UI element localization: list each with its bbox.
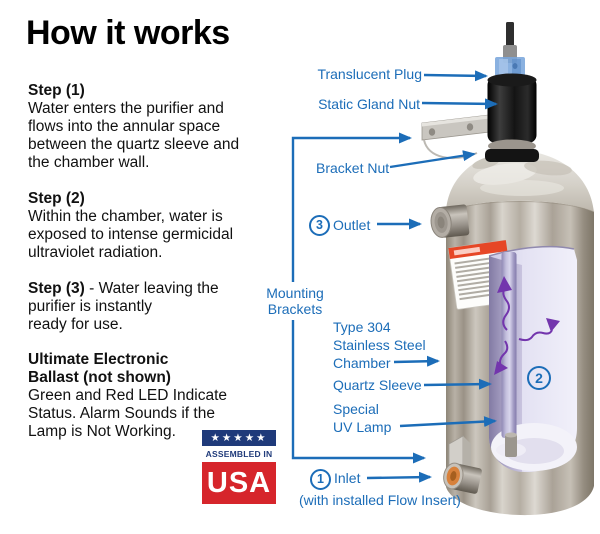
- upper-mounting-bracket: [421, 113, 499, 160]
- step-3-body: - Water leaving the purifier is instantl…: [28, 280, 219, 333]
- leader-static-gland-nut: [421, 98, 498, 110]
- gland-nut-assembly: [485, 22, 539, 162]
- chamber-interior-number-badge: 2: [527, 366, 551, 390]
- leader-lines: [291, 70, 498, 483]
- label-translucent-plug: Translucent Plug: [317, 66, 422, 82]
- label-bracket-nut: Bracket Nut: [316, 160, 390, 176]
- lamp-base: [505, 434, 517, 457]
- static-gland-nut-part: [487, 77, 537, 143]
- uv-rays: [494, 276, 560, 375]
- label-chamber: Type 304 Stainless Steel Chamber: [333, 319, 426, 371]
- inlet-number-badge: 1: [310, 469, 331, 490]
- step-1-heading: Step (1): [28, 82, 85, 99]
- leader-uv-lamp: [399, 416, 497, 428]
- assembled-in-label: ASSEMBLED IN: [205, 449, 273, 459]
- ballast-heading: Ultimate Electronic Ballast (not shown): [28, 351, 171, 386]
- leader-inlet: [366, 471, 432, 483]
- ballast-body: Green and Red LED Indicate Status. Alarm…: [28, 387, 228, 440]
- label-static-gland-nut: Static Gland Nut: [318, 96, 420, 112]
- label-quartz-sleeve: Quartz Sleeve: [333, 377, 422, 393]
- inlet-port: [443, 462, 482, 494]
- label-inlet: Inlet: [334, 470, 361, 486]
- outlet-port: [430, 204, 470, 238]
- label-flow-insert: (with installed Flow Insert): [299, 492, 461, 508]
- step-3-heading: Step (3): [28, 280, 85, 297]
- lamp-cable: [506, 22, 514, 52]
- step-2-heading: Step (2): [28, 190, 85, 207]
- leader-bracket-nut: [389, 150, 476, 169]
- step-1-body: Water enters the purifier and flows into…: [28, 100, 240, 171]
- step-2: Step (2) Within the chamber, water is ex…: [28, 190, 288, 262]
- ballast-note: Ultimate Electronic Ballast (not shown) …: [28, 351, 288, 441]
- leader-translucent-plug: [423, 70, 488, 82]
- label-uv-lamp: Special UV Lamp: [333, 401, 392, 435]
- page-title: How it works: [26, 14, 230, 52]
- label-outlet: Outlet: [333, 217, 371, 233]
- usa-badge: USA: [202, 462, 276, 504]
- step-2-body: Within the chamber, water is exposed to …: [28, 208, 234, 261]
- outlet-number-badge: 3: [309, 215, 330, 236]
- leader-chamber: [393, 355, 440, 367]
- leader-lower-bracket: [291, 320, 426, 464]
- leader-quartz-sleeve: [423, 378, 492, 390]
- step-1: Step (1) Water enters the purifier and f…: [28, 82, 288, 172]
- step-3: Step (3) - Water leaving the purifier is…: [28, 280, 288, 334]
- leader-upper-bracket: [291, 132, 412, 282]
- label-mounting-brackets: Mounting Brackets: [266, 285, 324, 317]
- flag-stars-badge: ★★★★★: [202, 430, 276, 446]
- cutaway-section: [488, 245, 577, 472]
- warning-label: [448, 239, 515, 310]
